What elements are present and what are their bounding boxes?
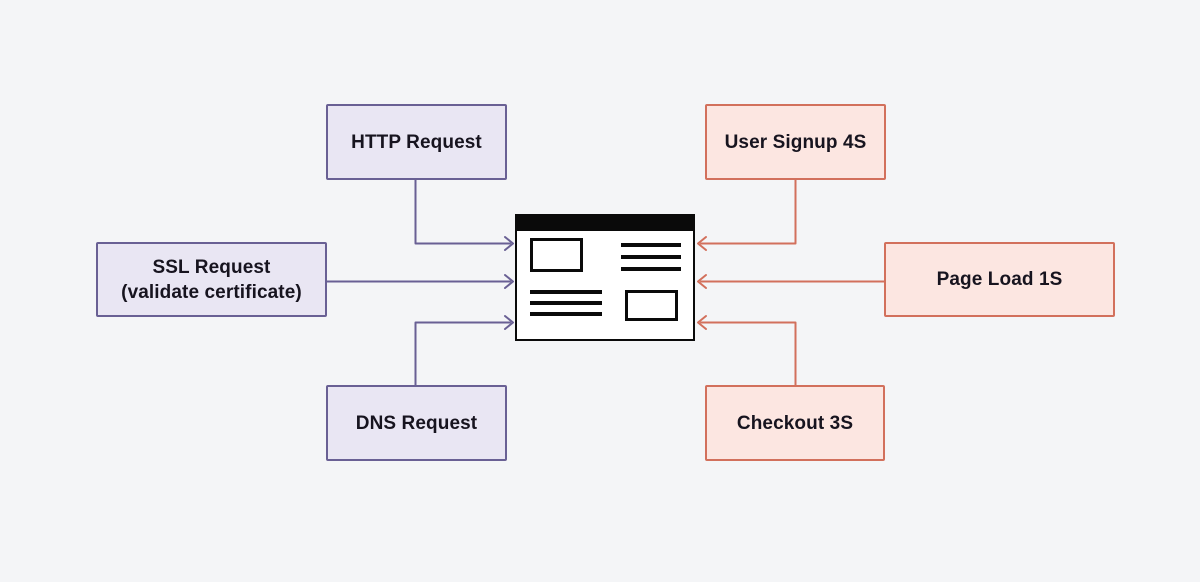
connector-user-signup-arrowhead-icon [697,236,707,251]
node-checkout-label: Checkout 3S [736,412,854,434]
connector-page-load-arrowhead-icon [697,274,707,289]
connector-user-signup [700,179,797,245]
connector-checkout-arrowhead-icon [697,315,707,330]
connector-ssl-arrowhead-icon [504,274,514,289]
text-line [621,243,681,247]
node-ssl-request-label: SSL Request [152,256,271,278]
node-page-load: Page Load 1S [884,242,1115,317]
node-page-load-label: Page Load 1S [936,269,1063,290]
node-user-signup: User Signup 4S [705,104,886,180]
node-ssl-request-sublabel: (validate certificate) [121,281,302,303]
text-line [621,255,681,259]
browser-content-rect-bottom-right [625,290,678,321]
text-line [530,290,602,294]
connector-http-arrowhead-icon [504,236,514,251]
browser-text-lines-bottom-left [530,290,602,316]
node-http-request: HTTP Request [326,104,507,180]
text-line [530,301,602,305]
text-line [621,267,681,271]
connector-dns-arrowhead-icon [504,315,514,330]
connector-checkout [700,321,797,386]
connector-http-request [414,179,511,245]
browser-window-icon [515,214,695,341]
browser-titlebar [517,216,693,231]
node-checkout: Checkout 3S [705,385,885,461]
node-dns-request-label: DNS Request [355,412,478,434]
browser-content-rect-top-left [530,238,583,272]
node-ssl-request: SSL Request (validate certificate) [96,242,327,317]
node-http-request-label: HTTP Request [351,131,482,153]
node-user-signup-label: User Signup 4S [724,131,867,153]
text-line [530,312,602,316]
node-dns-request: DNS Request [326,385,507,461]
connector-dns-request [414,321,511,386]
browser-text-lines-top-right [621,243,681,271]
